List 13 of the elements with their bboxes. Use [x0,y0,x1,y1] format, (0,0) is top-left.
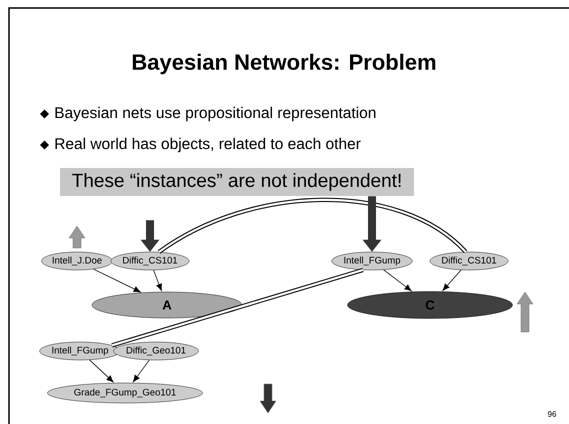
double-line [111,268,364,348]
page-number: 96 [548,411,556,417]
slide-title: Bayesian Networks: Problem [132,54,436,74]
arrow [89,360,114,382]
bullet-text: Real world has objects, related to each other [55,138,361,152]
double-line [158,198,468,254]
arrow [153,270,162,291]
arrow [93,268,141,292]
arrow [442,270,462,291]
bullet-text: Bayesian nets use propositional representation [55,106,376,122]
arrow [383,269,412,292]
arrow [132,360,150,382]
banner: These “instances” are not independent! [60,168,414,196]
